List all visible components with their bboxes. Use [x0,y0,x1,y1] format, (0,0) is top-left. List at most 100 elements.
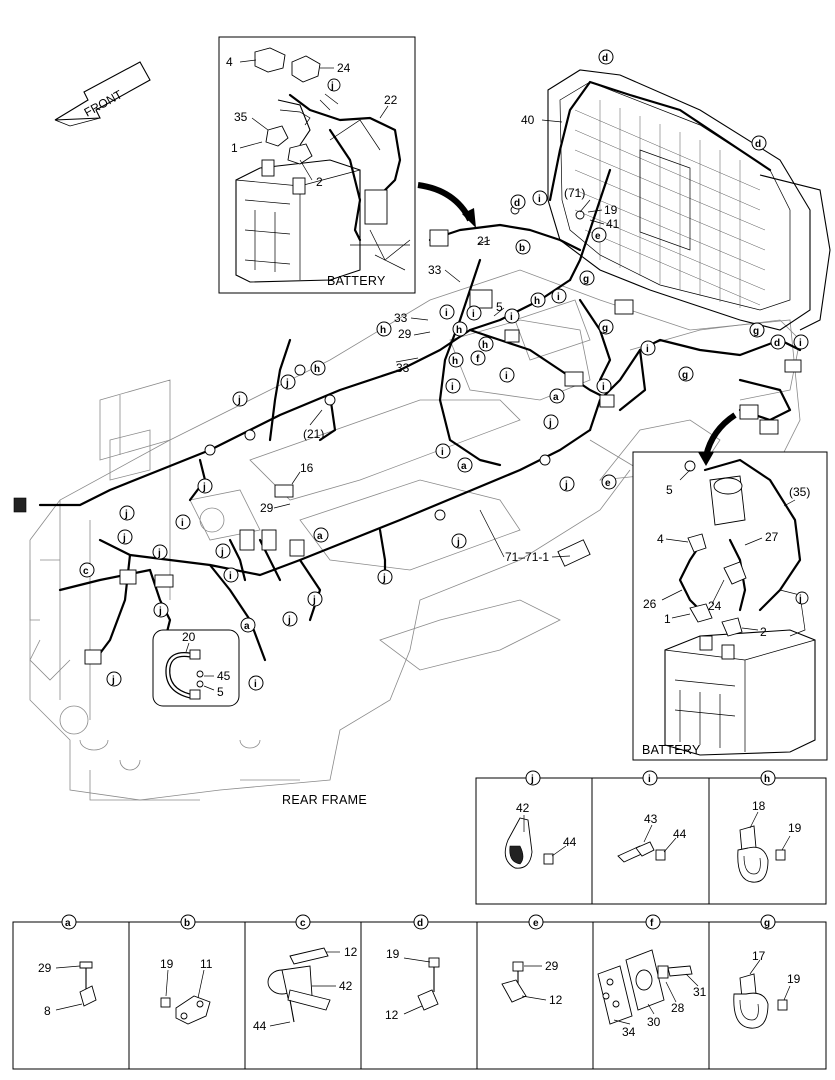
marker-a-4: a [240,617,256,633]
marker-i-11: i [435,443,451,459]
svg-text:e: e [533,918,539,929]
svg-text:a: a [317,531,323,542]
svg-text:h: h [314,364,320,375]
callout-21p: (21) [303,427,324,441]
svg-text:j: j [312,595,316,606]
svg-text:g: g [602,323,608,334]
svg-text:i: i [441,447,444,458]
main-callouts: 40 (71) 19 41 21 33 33 29 33 5 (21) 16 2… [260,113,620,807]
detail-row-middle: j 42 44 i 43 44 h [475,770,827,905]
svg-text:e: e [605,478,611,489]
callout-4: 4 [226,55,233,69]
harness-connectors [13,205,802,665]
callout-33c: 33 [396,361,410,375]
detail-f-28: 28 [671,1001,685,1015]
marker-h-4: h [452,321,468,337]
marker-h-2: h [478,336,494,352]
detail-h-19: 19 [788,821,802,835]
marker-j-9: j [152,544,168,560]
svg-text:j: j [382,573,386,584]
marker-j-5: j [197,478,213,494]
detail-f: f 31 28 30 34 [597,914,707,1039]
callout-22: 22 [384,93,398,107]
detail-c-12: 12 [344,945,358,959]
svg-text:i: i [451,382,454,393]
svg-text:f: f [650,918,654,929]
marker-j-12: j [307,591,323,607]
detail-h: h 18 19 [737,770,802,883]
detail-e-29: 29 [545,959,559,973]
detail-a: a 29 8 [38,914,97,1018]
callout-5b: 5 [217,685,224,699]
svg-text:i: i [646,344,649,355]
svg-text:g: g [682,370,688,381]
callout-r1: 1 [664,612,671,626]
detail-row-bottom: a 29 8 b 19 11 c [12,914,827,1070]
svg-text:j: j [237,395,241,406]
detail-j-44: 44 [563,835,577,849]
svg-text:h: h [534,296,540,307]
marker-h-5: h [376,321,392,337]
battery-caption-right: BATTERY [642,743,701,757]
svg-text:j: j [548,418,552,429]
callout-29a: 29 [398,327,412,341]
svg-text:h: h [456,325,462,336]
detail-e: e 29 12 [501,914,563,1007]
svg-text:j: j [202,482,206,493]
detail-i-44: 44 [673,827,687,841]
callout-35: 35 [234,110,248,124]
marker-j-8: j [451,533,467,549]
marker-f-1: f [470,350,486,366]
detail-c-44: 44 [253,1019,267,1033]
front-arrow: FRONT [54,61,151,127]
svg-text:a: a [461,461,467,472]
svg-text:d: d [602,53,608,64]
marker-g-2: g [598,319,614,335]
marker-g-1: g [579,270,595,286]
detail-d: d 19 12 [385,914,440,1022]
detail-j: j 42 44 [504,770,577,869]
callout-7171: 71–71-1 [505,550,549,564]
cable-inset: 20 45 5 [152,629,240,707]
marker-d-2: d [751,135,767,151]
marker-j-13: j [153,602,169,618]
battery-caption-top: BATTERY [327,274,386,288]
callout-r5: 5 [666,483,673,497]
svg-text:a: a [65,918,71,929]
callout-33b: 33 [394,311,408,325]
detail-b: b 19 11 [160,914,213,1025]
detail-f-30: 30 [647,1015,661,1029]
svg-text:i: i [181,518,184,529]
svg-text:j: j [330,81,334,92]
svg-text:f: f [476,354,480,365]
svg-text:j: j [564,480,568,491]
svg-text:j: j [157,548,161,559]
marker-a-2: a [457,457,473,473]
marker-g-4: g [678,366,694,382]
marker-a-3: a [313,527,329,543]
marker-j-4: j [559,476,575,492]
callout-40: 40 [521,113,535,127]
marker-j-2: j [280,374,296,390]
marker-j-10: j [215,543,231,559]
marker-i-14: i [248,675,264,691]
svg-text:i: i [602,382,605,393]
svg-text:h: h [380,325,386,336]
callout-1: 1 [231,141,238,155]
detail-j-42: 42 [516,801,530,815]
callout-2: 2 [316,175,323,189]
detail-i-43: 43 [644,812,658,826]
detail-d-19: 19 [386,947,400,961]
marker-i-10: i [445,378,461,394]
marker-b-1: b [515,239,531,255]
marker-i-4: i [640,340,656,356]
marker-j-14: j [282,611,298,627]
svg-text:e: e [595,231,601,242]
marker-i-5: i [793,334,809,350]
svg-text:d: d [417,918,423,929]
svg-text:j: j [220,547,224,558]
svg-text:d: d [514,198,520,209]
marker-h-3: h [448,352,464,368]
marker-i-12: i [175,514,191,530]
detail-h-18: 18 [752,799,766,813]
